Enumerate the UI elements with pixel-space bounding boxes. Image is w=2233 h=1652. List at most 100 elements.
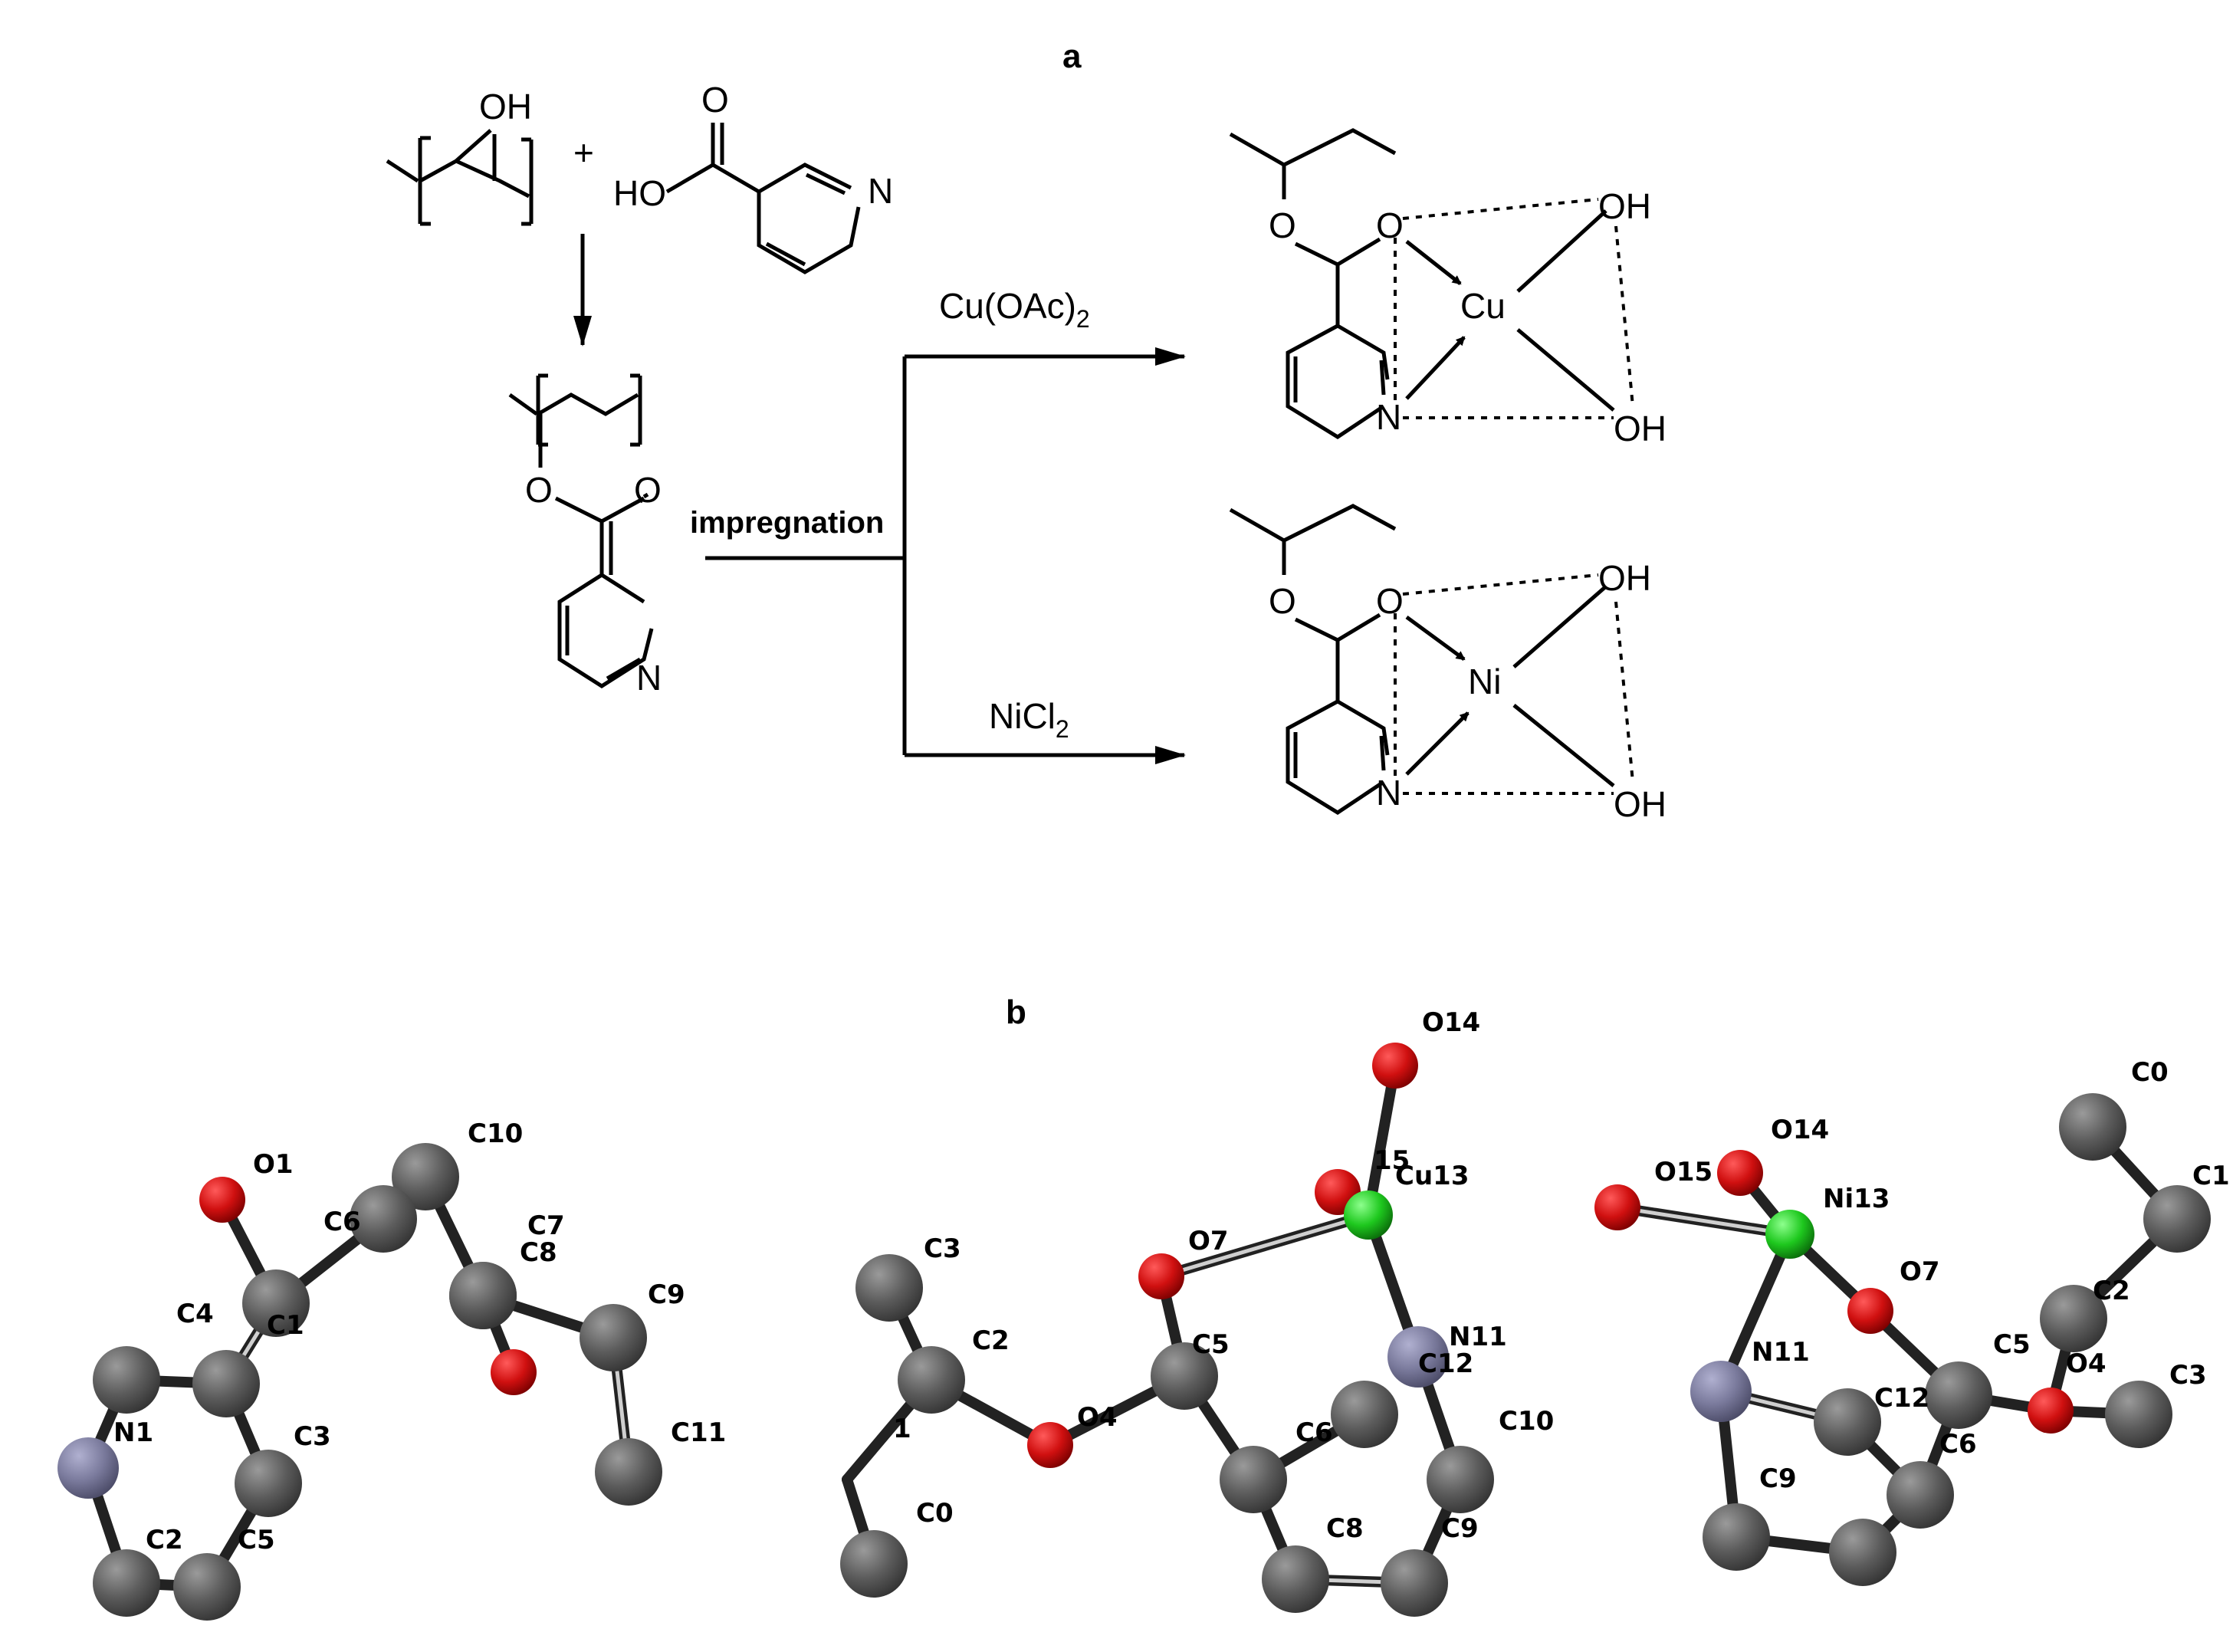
ni-o-link-label: O — [1269, 581, 1296, 621]
model1-label-n1: N1 — [113, 1417, 153, 1448]
ni-oh-bottom-label: OH — [1614, 784, 1667, 824]
model3-label-n11: N11 — [1752, 1337, 1810, 1368]
ni-complex: O O N Ni OH OH — [1229, 504, 1667, 824]
atoms-layer — [57, 1043, 2211, 1621]
model1-label-c1: C1 — [267, 1310, 304, 1341]
model1-label-c9: C9 — [648, 1279, 685, 1310]
model1-atom-c4 — [93, 1346, 160, 1414]
model3-atom-c9 — [1703, 1503, 1770, 1571]
branch-lines — [705, 356, 907, 755]
cu-complex: O O N Cu OH OH — [1229, 128, 1667, 448]
cu-o-link-label: O — [1269, 205, 1296, 245]
reagent-ni-label: NiCl2 — [989, 696, 1069, 743]
panel-a: a OH + HO O N O O N — [386, 38, 1667, 824]
model3-atom-c12 — [1814, 1388, 1881, 1456]
model3-atom-o15 — [1594, 1184, 1640, 1230]
model1-label-c3: C3 — [294, 1421, 331, 1452]
model3-label-o7: O7 — [1900, 1256, 1940, 1287]
model2-atom-c2 — [898, 1346, 965, 1414]
model1-atom-c5 — [173, 1553, 241, 1621]
reagent-cu-label: Cu(OAc)2 — [939, 286, 1090, 333]
model1-atom-c10 — [392, 1143, 459, 1210]
model3-atom-c3 — [2105, 1381, 2172, 1448]
panel-b-label: b — [1006, 993, 1026, 1031]
model1-atom-c11 — [595, 1438, 662, 1506]
plus-sign: + — [573, 133, 594, 172]
model2-atom-c8 — [1262, 1545, 1329, 1613]
model2-atom-cu13 — [1344, 1191, 1393, 1240]
model1-label-c4: C4 — [176, 1299, 214, 1329]
model3-partial-label: C1 — [2192, 1161, 2230, 1191]
acid-o-label: O — [701, 80, 729, 120]
model3-label-c3: C3 — [2169, 1360, 2207, 1391]
model1-atom-c3 — [235, 1450, 302, 1517]
acid-ho-label: HO — [613, 173, 666, 213]
model2-label-c9: C9 — [1441, 1513, 1479, 1544]
ni-metal-label: Ni — [1468, 662, 1501, 701]
model1-label-c5: C5 — [238, 1525, 275, 1555]
model1-label-c6: C6 — [323, 1207, 361, 1237]
ni-oh-top-label: OH — [1598, 558, 1651, 598]
model1-label-o1: O1 — [253, 1149, 294, 1180]
model2-label-cu13: Cu13 — [1395, 1161, 1469, 1191]
model2-label-o14: O14 — [1422, 1007, 1480, 1038]
model2-atom-c5 — [1151, 1342, 1218, 1410]
model1-label-c11: C11 — [671, 1417, 726, 1448]
ester-o-link-label: O — [525, 470, 553, 510]
model1-atom-n1 — [57, 1437, 119, 1499]
model3-atom-c0 — [2059, 1093, 2126, 1161]
model3-atom-o14 — [1717, 1150, 1763, 1196]
cu-metal-label: Cu — [1460, 286, 1506, 326]
model2-label-c0: C0 — [916, 1498, 954, 1529]
model2-atom-o14 — [1372, 1043, 1418, 1089]
model3-label-o14: O14 — [1771, 1115, 1829, 1145]
ni-n-label: N — [1376, 773, 1401, 813]
panel-a-label: a — [1062, 38, 1082, 75]
model2-atom-c0 — [840, 1530, 908, 1598]
model1-atom-c2 — [93, 1549, 160, 1617]
model3-label-c6: C6 — [1939, 1429, 1977, 1460]
ni-o-carbonyl-label: O — [1376, 581, 1404, 621]
model1-atom-c9 — [580, 1304, 647, 1371]
model3-atom-c6 — [1887, 1461, 1954, 1529]
model2-partial-label: 1 — [893, 1414, 911, 1444]
model1-label-c7: C7 — [527, 1210, 565, 1241]
model3-atom-unlabeled — [2143, 1185, 2211, 1253]
model3-atom-unlabeled — [1829, 1519, 1896, 1586]
model2-atom-unlabeled — [1027, 1422, 1073, 1468]
model3-label-o15: O15 — [1654, 1157, 1713, 1187]
cu-oh-top-label: OH — [1598, 186, 1651, 226]
model2-atom-o7 — [1138, 1253, 1184, 1299]
model2-label-c8: C8 — [1326, 1513, 1364, 1544]
model1-atom-c6 — [242, 1269, 310, 1337]
model3-atom-c2 — [2040, 1285, 2107, 1352]
model2-partial-label: O4 — [1077, 1402, 1118, 1433]
model3-atom-o7 — [1847, 1288, 1893, 1334]
model2-atom-c3 — [855, 1254, 923, 1322]
model2-label-c12: C12 — [1418, 1348, 1473, 1379]
cu-oh-bottom-label: OH — [1614, 409, 1667, 448]
model3-atom-c5 — [1925, 1361, 1992, 1429]
model1-atom-c7 — [350, 1185, 417, 1253]
model3-label-c9: C9 — [1759, 1463, 1797, 1494]
model3-label-o4: O4 — [2066, 1348, 2107, 1379]
ester-n-label: N — [636, 658, 662, 698]
acid-n-label: N — [868, 171, 893, 211]
nicotinic-acid-structure: HO O N — [613, 80, 893, 274]
model2-label-c5: C5 — [1192, 1329, 1230, 1360]
model2-label-o7: O7 — [1188, 1226, 1229, 1256]
ester-o-carbonyl-label: O — [634, 470, 662, 510]
model2-label-c2: C2 — [972, 1325, 1010, 1356]
pva-oh-label: OH — [479, 87, 532, 126]
impregnation-label: impregnation — [690, 506, 884, 540]
model3-label-c12: C12 — [1874, 1383, 1929, 1414]
model1-label-c2: C2 — [146, 1525, 183, 1555]
pva-structure: OH — [386, 87, 534, 226]
model2-label-c3: C3 — [924, 1233, 961, 1264]
model3-atom-o4 — [2028, 1388, 2074, 1434]
model2-label-n11: N11 — [1449, 1322, 1507, 1352]
model2-partial-label: C6 — [1295, 1417, 1333, 1448]
model1-atom-c8 — [449, 1262, 517, 1329]
model2-label-c10: C10 — [1499, 1406, 1554, 1437]
model3-label-c2: C2 — [2093, 1276, 2130, 1306]
